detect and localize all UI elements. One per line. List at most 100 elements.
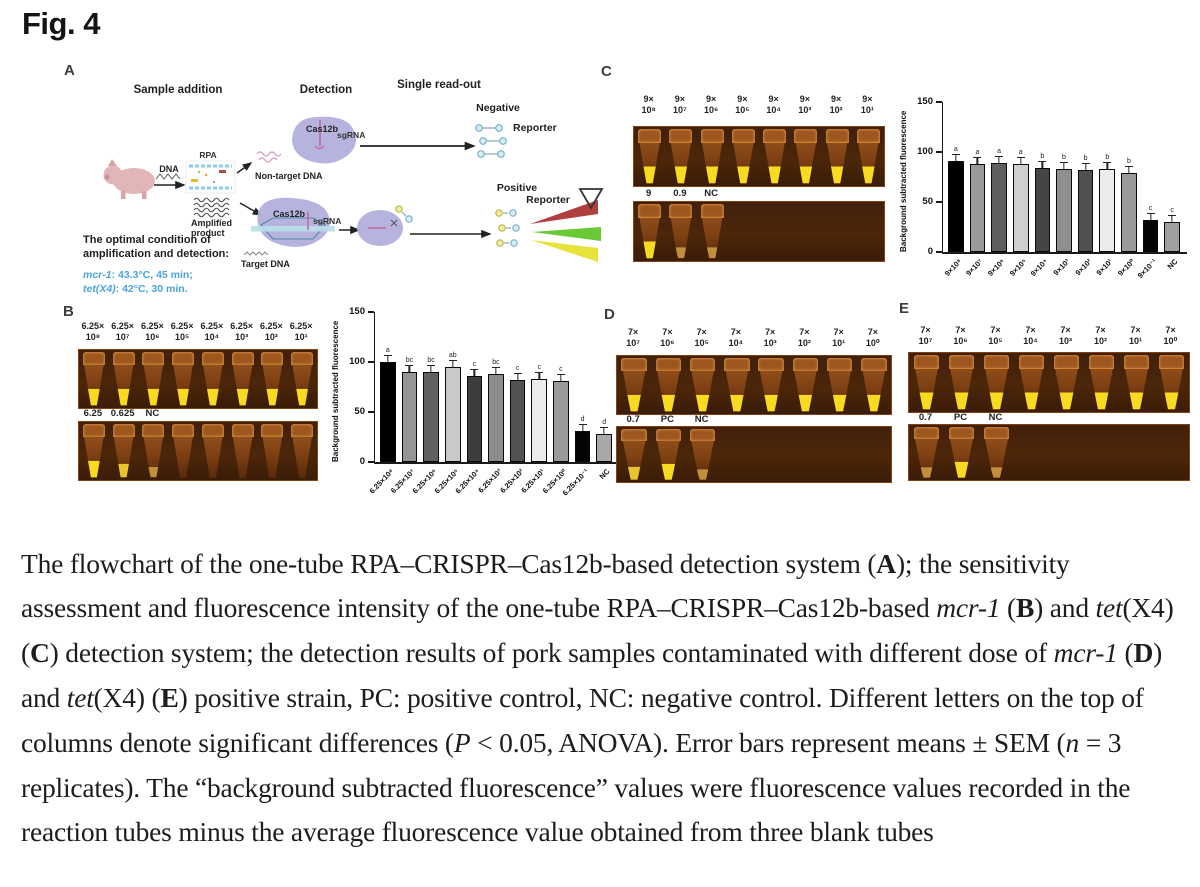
tube-cone (794, 370, 817, 413)
tube-label: 9×10⁴ (758, 94, 789, 116)
figure-title: Fig. 4 (22, 6, 100, 41)
sample-tube (171, 424, 196, 479)
tube-cone (764, 141, 785, 185)
tube-cap (112, 424, 135, 438)
tube-liquid (1128, 392, 1144, 410)
tube-cap (1158, 355, 1185, 369)
tube-cap (861, 358, 887, 372)
y-tick-mark (368, 311, 374, 313)
sample-tube (699, 204, 725, 260)
sample-tube (201, 352, 226, 407)
significance-letter: d (580, 416, 585, 423)
y-tick-label: 0 (927, 246, 933, 257)
significance-letter: b (1083, 155, 1088, 162)
tube-label: 6.25 (83, 408, 103, 419)
panel-e-gel-strip-2 (908, 424, 1190, 481)
sample-tube (654, 358, 682, 413)
tube-liquid (1163, 392, 1179, 410)
caption-segment: D (1133, 637, 1154, 669)
tube-cone (984, 438, 1009, 479)
tube-cap (638, 129, 662, 143)
tube-label: 9×10² (821, 94, 852, 116)
tube-liquid (626, 394, 642, 412)
tube-label: 9×10¹ (852, 94, 883, 116)
tube-label-line2: 10¹ (860, 104, 874, 115)
caption-segment: < 0.05, ANOVA). Error bars represent mea… (470, 726, 1066, 758)
tube-cap (1088, 355, 1115, 369)
tube-cone (1089, 367, 1114, 411)
tube-label-line2: 10⁴ (204, 331, 220, 342)
tube-label: 7×10⁶ (650, 327, 684, 349)
tube-label-line2: 10⁵ (988, 335, 1003, 346)
bar-group: c (1142, 102, 1159, 252)
tube-label-line2: 10⁸ (85, 331, 100, 342)
bar-group: d (596, 312, 612, 462)
error-bar (951, 154, 960, 161)
tube-label-line2: 10⁶ (145, 331, 160, 342)
tube-liquid (146, 388, 160, 406)
significance-letter: b (1126, 158, 1131, 165)
tube-label: 7×10⁷ (616, 327, 650, 349)
tube-label-line1: 9× (674, 94, 685, 104)
tube-label-line2: 10⁷ (918, 335, 933, 346)
tube-label-line2: 10¹ (294, 331, 308, 342)
error-bar (1146, 213, 1155, 220)
tube-cap (82, 424, 105, 438)
amplified-product-label-1: Amplified (191, 218, 232, 228)
tube-liquid (799, 166, 813, 184)
sample-tube (689, 429, 717, 481)
tube-label-line1: 7× (867, 327, 878, 337)
y-axis-label: Background subtracted fluorescence (331, 320, 340, 462)
tube-cone (173, 364, 193, 407)
sample-tube (141, 352, 166, 407)
bar-group: c (531, 312, 548, 462)
tube-label-line1: 6.25× (230, 321, 254, 331)
sample-tube (699, 129, 725, 185)
tube-cap (689, 429, 716, 442)
error-bar (405, 365, 414, 372)
tube-cap (655, 429, 682, 442)
caption-segment: (X4) ( (21, 592, 1174, 669)
tube-label: 7×10³ (753, 327, 787, 349)
tube-cone (1019, 367, 1044, 411)
bar (1099, 169, 1116, 252)
tube-cone (262, 364, 283, 407)
caption-segment: A (876, 547, 896, 579)
tube-label: 7×10⁰ (856, 327, 890, 349)
rpa-label: RPA (199, 150, 216, 160)
cas12b-top-label: Cas12b (306, 124, 339, 134)
panel-d-gel-strip-1 (616, 355, 892, 415)
tube-label-line2: 10⁰ (865, 337, 880, 348)
tube-label: 9×10³ (789, 94, 820, 116)
tube-cone (701, 216, 723, 260)
bar-group: b (1121, 102, 1137, 252)
heading-sample-addition: Sample addition (134, 84, 223, 96)
significance-letter: a (975, 149, 980, 156)
bar-group: bc (488, 312, 504, 462)
tube-label-line1: 7× (1165, 325, 1176, 335)
tube-cap (856, 129, 880, 143)
tube-liquid (87, 460, 101, 478)
bar-group: a (969, 102, 986, 252)
tube-label: 6.25×10² (257, 321, 287, 343)
amplified-product-label-2: product (191, 228, 225, 238)
tube-label-line2: 10⁷ (115, 331, 130, 342)
significance-letter: a (997, 148, 1002, 155)
y-tick-label: 0 (359, 456, 365, 467)
tube-cone (173, 436, 193, 479)
error-bar (513, 373, 522, 380)
tube-liquid (830, 166, 844, 184)
tube-label: 6.25×10⁶ (138, 321, 168, 343)
tube-liquid (87, 388, 101, 406)
tube-cone (1159, 367, 1184, 411)
tube-label: 7×10⁴ (719, 327, 753, 349)
caption-segment: P (453, 726, 471, 758)
y-tick-mark (368, 361, 374, 363)
y-tick-mark (368, 411, 374, 413)
sample-tube (668, 129, 694, 185)
tube-cone (914, 438, 939, 479)
sample-tube (668, 204, 694, 260)
